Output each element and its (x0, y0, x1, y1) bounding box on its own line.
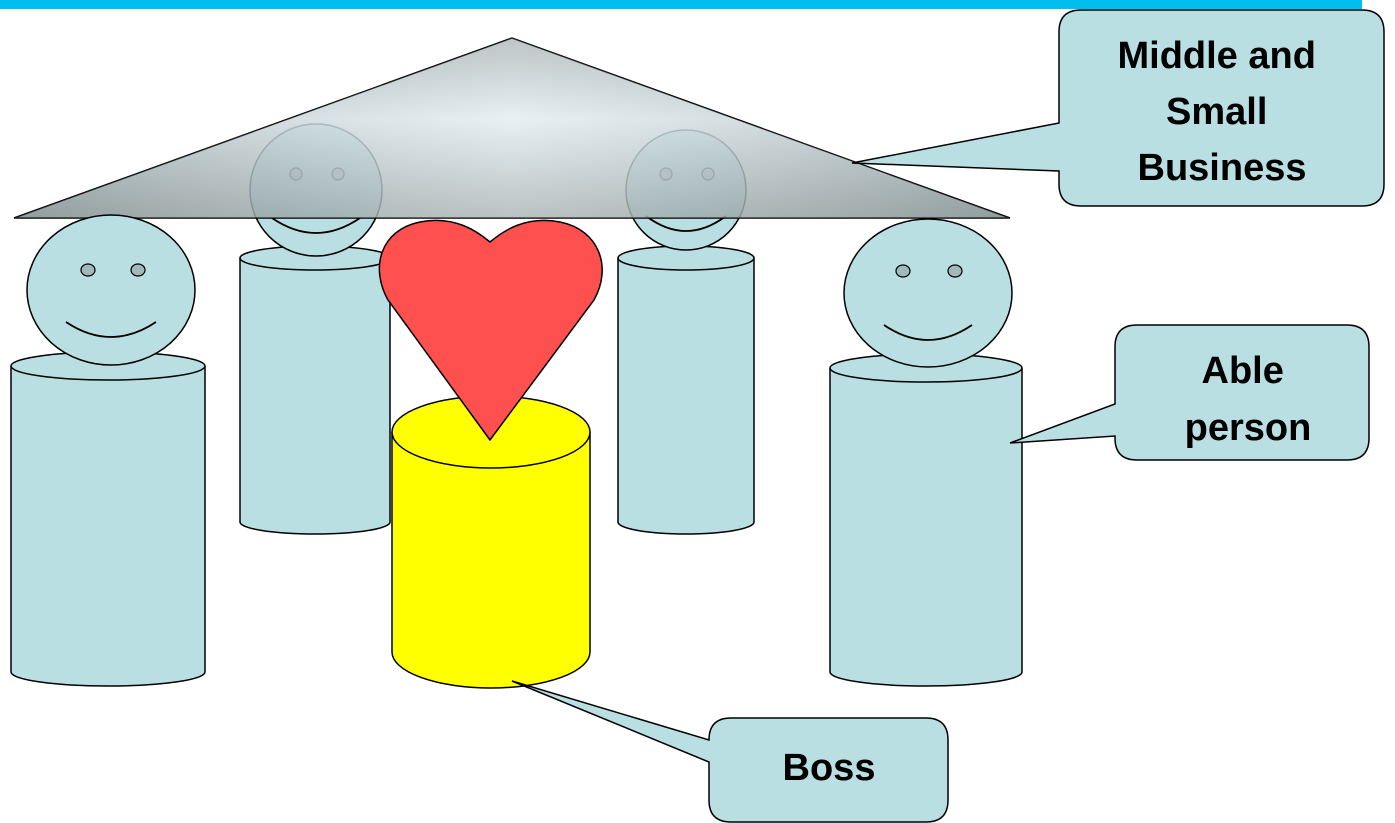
cylinder-body (829, 368, 1023, 687)
top-rule (0, 0, 1362, 9)
callout-business-line-1: Middle and (1117, 35, 1315, 77)
callout-able-person: Able person (1009, 324, 1370, 461)
cylinder-body (10, 366, 206, 687)
cylinder-body (391, 432, 591, 689)
triangle-roof (13, 37, 1011, 219)
heart-icon (378, 219, 603, 442)
cylinder-body (239, 258, 391, 535)
cylinder-body (617, 258, 755, 535)
smiley-face-icon (843, 218, 1013, 368)
person-front-left (10, 214, 206, 687)
callout-business-line-2: Small (1166, 91, 1267, 133)
callout-able-line-2: person (1185, 407, 1312, 449)
svg-text:Able person: Able person (1185, 350, 1312, 449)
callout-able-line-1: Able (1202, 350, 1284, 392)
callout-boss-line-1: Boss (783, 747, 876, 789)
svg-text:Middle and Small B: Middle and Small Business (1117, 35, 1326, 189)
person-front-right (829, 218, 1023, 687)
smiley-face-icon (26, 214, 196, 366)
callout-boss: Boss (511, 680, 949, 823)
svg-text:Boss: Boss (783, 747, 876, 789)
callout-business-line-3: Business (1138, 147, 1307, 189)
callout-business: Middle and Small Business (851, 9, 1385, 207)
